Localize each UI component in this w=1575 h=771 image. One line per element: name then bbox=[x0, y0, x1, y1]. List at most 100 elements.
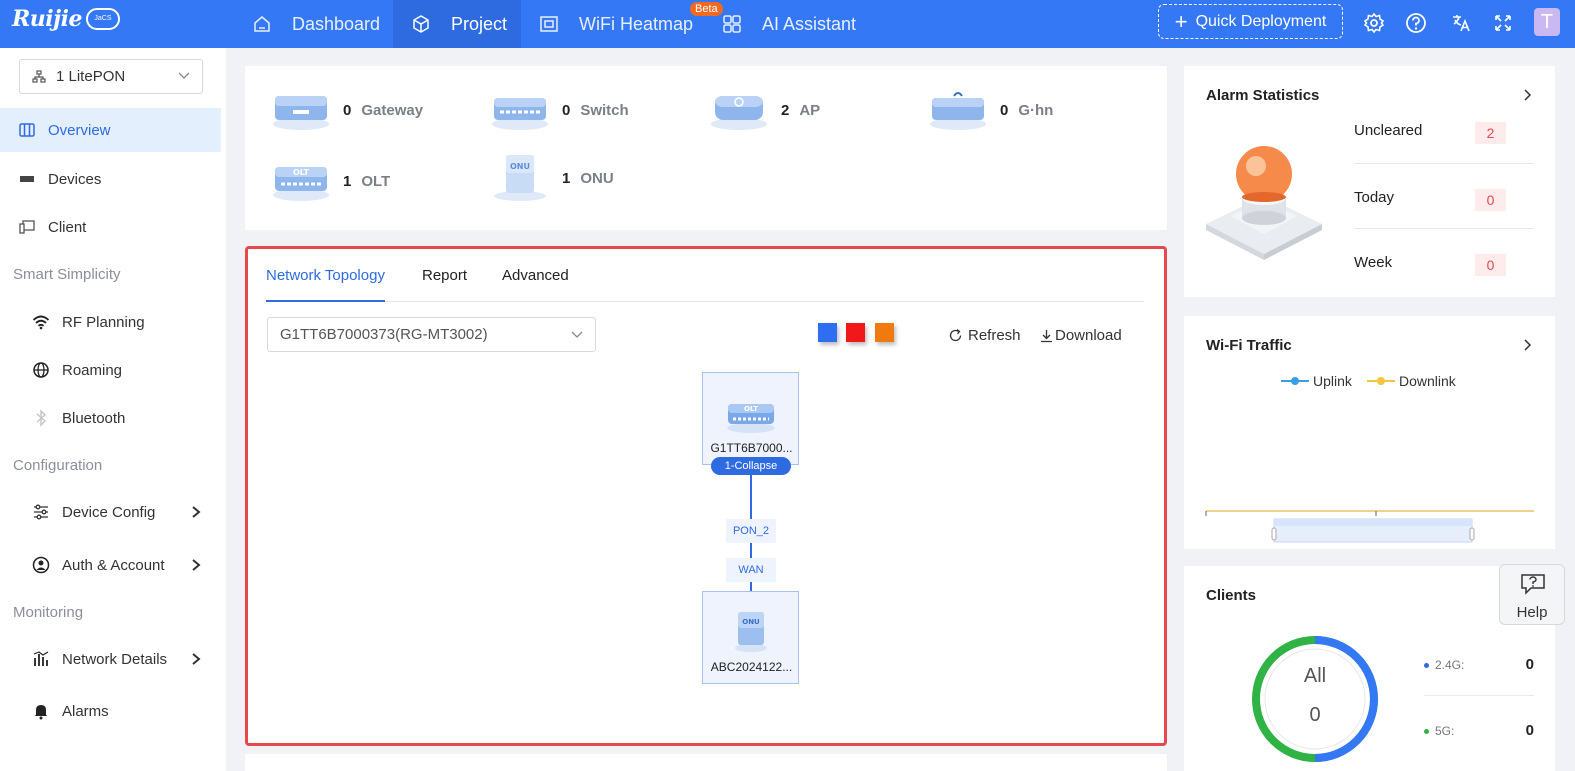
color-swatch-orange[interactable] bbox=[875, 323, 894, 342]
sidebar-item-label: Auth & Account bbox=[62, 556, 165, 574]
device-ap[interactable]: 2 AP bbox=[709, 88, 820, 132]
topology-link bbox=[750, 475, 752, 519]
heatmap-icon bbox=[540, 16, 558, 32]
alarm-row-value: 0 bbox=[1475, 189, 1506, 211]
group-configuration: Configuration bbox=[13, 457, 103, 474]
clients-title: Clients bbox=[1206, 587, 1257, 604]
top-navigation-bar: Ruijie JaCS Dashboard Project WiFi Heatm… bbox=[0, 0, 1575, 48]
fullscreen-icon[interactable] bbox=[1492, 12, 1514, 34]
tab-ai-assistant-label: AI Assistant bbox=[762, 13, 857, 34]
legend-uplink[interactable]: Uplink bbox=[1281, 373, 1352, 389]
color-swatch-red[interactable] bbox=[846, 323, 865, 342]
sidebar-item-rf-planning[interactable]: RF Planning bbox=[0, 300, 221, 344]
wifi-traffic-title: Wi-Fi Traffic bbox=[1206, 337, 1292, 354]
alarm-row-value: 0 bbox=[1475, 254, 1506, 276]
client-stat-24g: 2.4G: 0 bbox=[1424, 656, 1534, 673]
topology-link bbox=[750, 582, 752, 592]
sidebar-item-network-details[interactable]: Network Details bbox=[0, 637, 221, 681]
user-avatar[interactable]: T bbox=[1534, 8, 1560, 36]
alarm-row-label: Today bbox=[1354, 189, 1395, 206]
device-name: AP bbox=[799, 101, 821, 119]
help-circle-icon[interactable] bbox=[1405, 12, 1427, 34]
device-ghn[interactable]: 0 G·hn bbox=[928, 88, 1053, 132]
tab-wifi-heatmap[interactable]: WiFi Heatmap bbox=[539, 0, 699, 48]
quick-deployment-label: Quick Deployment bbox=[1195, 12, 1327, 30]
logo-text: Ruijie bbox=[12, 6, 82, 32]
sidebar-item-devices[interactable]: Devices bbox=[0, 157, 221, 201]
device-gateway[interactable]: 0 Gateway bbox=[271, 88, 423, 132]
download-button[interactable]: Download bbox=[1040, 327, 1122, 344]
topology-tabs: Network Topology Report Advanced bbox=[266, 267, 1144, 302]
translate-icon[interactable] bbox=[1450, 12, 1472, 34]
topology-node-onu[interactable]: ONU ABC2024122... bbox=[702, 591, 799, 684]
legend-downlink-label: Downlink bbox=[1399, 373, 1456, 389]
device-count: 1 bbox=[562, 169, 571, 187]
clients-card: Clients All 0 2.4G: 0 5G: 0 bbox=[1184, 566, 1555, 771]
globe-icon bbox=[33, 362, 49, 378]
beta-badge: Beta bbox=[690, 2, 723, 16]
topology-node-olt[interactable]: OLT G1TT6B7000... bbox=[702, 372, 799, 465]
tab-dashboard-label: Dashboard bbox=[292, 13, 381, 34]
alarm-row-uncleared[interactable]: Uncleared 2 bbox=[1354, 122, 1534, 156]
tab-report[interactable]: Report bbox=[422, 267, 468, 284]
ruijie-logo[interactable]: Ruijie JaCS bbox=[12, 6, 120, 32]
tab-advanced[interactable]: Advanced bbox=[502, 267, 569, 284]
sidebar-item-overview[interactable]: Overview bbox=[0, 108, 221, 152]
color-swatch-blue[interactable] bbox=[818, 323, 837, 342]
sidebar-item-device-config[interactable]: Device Config bbox=[0, 490, 221, 534]
tab-dashboard[interactable]: Dashboard bbox=[252, 0, 392, 48]
sidebar-item-label: Client bbox=[48, 218, 87, 236]
bell-icon bbox=[34, 705, 48, 720]
legend-uplink-label: Uplink bbox=[1313, 373, 1352, 389]
refresh-button[interactable]: Refresh bbox=[948, 327, 1021, 344]
devices-icon bbox=[20, 176, 34, 182]
jacs-cloud-badge: JaCS bbox=[85, 8, 120, 30]
tab-project[interactable]: Project bbox=[393, 0, 521, 48]
sidebar: 1 LitePON Overview Devices Client Smart … bbox=[0, 48, 226, 771]
next-card bbox=[245, 754, 1167, 771]
network-topology-card: Network Topology Report Advanced G1TT6B7… bbox=[245, 246, 1167, 746]
download-icon bbox=[1041, 329, 1052, 342]
device-onu[interactable]: ONU 1 ONU bbox=[490, 153, 614, 203]
device-count: 0 bbox=[562, 101, 571, 119]
alarm-row-week[interactable]: Week 0 bbox=[1354, 254, 1534, 288]
group-smart-simplicity: Smart Simplicity bbox=[13, 266, 121, 283]
help-button[interactable]: Help bbox=[1499, 564, 1565, 625]
device-name: ONU bbox=[580, 169, 614, 187]
collapse-button[interactable]: 1-Collapse bbox=[711, 457, 791, 475]
sidebar-item-auth-account[interactable]: Auth & Account bbox=[0, 543, 221, 587]
onu-node-label: ABC2024122... bbox=[710, 660, 793, 674]
sidebar-item-roaming[interactable]: Roaming bbox=[0, 348, 221, 392]
olt-device-icon: OLT bbox=[727, 404, 775, 433]
onu-device-icon: ONU bbox=[494, 155, 546, 201]
chevron-right-icon[interactable] bbox=[1523, 339, 1533, 351]
port-label-pon: PON_2 bbox=[726, 519, 776, 543]
topology-device-select[interactable]: G1TT6B7000373(RG-MT3002) bbox=[267, 317, 596, 352]
wifi-traffic-card: Wi-Fi Traffic Uplink Downlink bbox=[1184, 316, 1555, 549]
dot-icon bbox=[1424, 663, 1429, 669]
client-stat-5g: 5G: 0 bbox=[1424, 722, 1534, 739]
tab-ai-assistant[interactable]: AI Assistant bbox=[722, 0, 872, 48]
device-switch[interactable]: 0 Switch bbox=[490, 88, 629, 132]
svg-text:ONU: ONU bbox=[742, 618, 760, 626]
sidebar-item-label: Alarms bbox=[62, 702, 109, 720]
svg-text:OLT: OLT bbox=[744, 405, 758, 413]
project-select[interactable]: 1 LitePON bbox=[19, 59, 203, 94]
chevron-right-icon[interactable] bbox=[1523, 89, 1533, 101]
sidebar-item-client[interactable]: Client bbox=[0, 205, 221, 249]
sidebar-item-bluetooth[interactable]: Bluetooth bbox=[0, 396, 221, 440]
olt-node-label: G1TT6B7000... bbox=[710, 441, 793, 455]
alarm-row-today[interactable]: Today 0 bbox=[1354, 189, 1534, 223]
sidebar-item-alarms[interactable]: Alarms bbox=[0, 689, 221, 733]
alarm-row-label: Uncleared bbox=[1354, 122, 1423, 139]
chevron-right-icon bbox=[192, 653, 201, 665]
legend-downlink[interactable]: Downlink bbox=[1367, 373, 1456, 389]
sidebar-item-label: Network Details bbox=[62, 650, 168, 668]
divider bbox=[1424, 695, 1534, 696]
device-olt[interactable]: OLT 1 OLT bbox=[271, 159, 390, 203]
wifi-icon bbox=[32, 315, 50, 330]
device-name: G·hn bbox=[1018, 101, 1054, 119]
settings-icon[interactable] bbox=[1363, 12, 1385, 34]
quick-deployment-button[interactable]: + Quick Deployment bbox=[1158, 4, 1343, 39]
tab-network-topology[interactable]: Network Topology bbox=[266, 267, 385, 302]
